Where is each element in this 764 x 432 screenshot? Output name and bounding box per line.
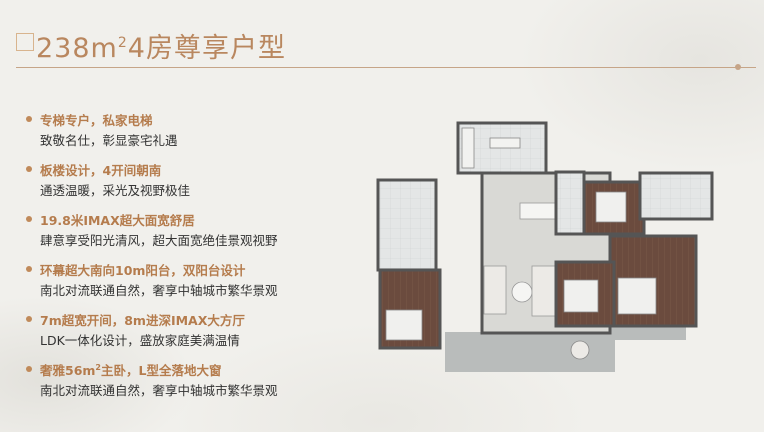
feature-item: 奢雅56m2主卧，L型全落地大窗 南北对流联通自然，奢享中轴城市繁华景观 (25, 360, 325, 410)
bath-upper (554, 170, 586, 236)
feature-desc: 致敬名仕，彰显豪宅礼遇 (40, 133, 178, 148)
feature-desc: LDK一体化设计，盛放家庭美满温情 (40, 333, 240, 348)
feature-title: 奢雅56m2主卧，L型全落地大窗 (40, 360, 221, 379)
bullet-dot-icon (26, 316, 32, 322)
title-type: 4房尊享户型 (127, 33, 286, 64)
east-balcony (608, 326, 686, 340)
bath-left (376, 178, 438, 272)
floor-plan (376, 121, 714, 372)
title-area-unit-sup: 2 (117, 35, 128, 51)
feature-item: 7m超宽开间，8m进深IMAX大方厅 LDK一体化设计，盛放家庭美满温情 (25, 310, 325, 360)
dining-table (519, 202, 561, 220)
bed-middle (563, 279, 599, 313)
feature-title-sup: 2 (95, 362, 101, 372)
bed-master (617, 277, 657, 315)
feature-title: 7m超宽开间，8m进深IMAX大方厅 (40, 313, 245, 328)
kitchen-island (489, 137, 521, 149)
feature-title: 板楼设计，4开间朝南 (40, 163, 162, 178)
feature-desc: 肆意享受阳光清风，超大面宽绝佳景观视野 (40, 233, 278, 248)
bullet-dot-icon (26, 216, 32, 222)
feature-item: 专梯专户，私家电梯 致敬名仕，彰显豪宅礼遇 (25, 110, 325, 160)
brand-logo-icon (16, 33, 34, 51)
feature-desc: 南北对流联通自然，奢享中轴城市繁华景观 (40, 383, 278, 398)
bullet-dot-icon (26, 166, 32, 172)
feature-desc: 通透温暖，采光及视野极佳 (40, 183, 191, 198)
header-divider (16, 67, 756, 68)
title-area: 238m (36, 33, 118, 64)
round-table (511, 281, 533, 303)
dressing-room (638, 171, 714, 221)
bullet-dot-icon (26, 266, 32, 272)
feature-title-pre: 奢雅56m (40, 363, 96, 378)
bed-left (385, 309, 423, 341)
feature-desc: 南北对流联通自然，奢享中轴城市繁华景观 (40, 283, 278, 298)
bullet-dot-icon (26, 366, 32, 372)
page-title: 238m24房尊享户型 (36, 26, 286, 65)
feature-item: 19.8米IMAX超大面宽舒居 肆意享受阳光清风，超大面宽绝佳景观视野 (25, 210, 325, 260)
feature-title: 19.8米IMAX超大面宽舒居 (40, 213, 195, 228)
balcony-chair (570, 340, 590, 360)
feature-title: 专梯专户，私家电梯 (40, 113, 153, 128)
feature-title-post: 主卧，L型全落地大窗 (101, 363, 222, 378)
header-divider-dot (735, 64, 741, 70)
feature-item: 环幕超大南向10m阳台，双阳台设计 南北对流联通自然，奢享中轴城市繁华景观 (25, 260, 325, 310)
bullet-dot-icon (26, 116, 32, 122)
feature-item: 板楼设计，4开间朝南 通透温暖，采光及视野极佳 (25, 160, 325, 210)
south-balcony (445, 332, 615, 372)
bed-upper-right (595, 191, 627, 223)
sofa (483, 265, 507, 315)
feature-title: 环幕超大南向10m阳台，双阳台设计 (40, 263, 246, 278)
feature-list: 专梯专户，私家电梯 致敬名仕，彰显豪宅礼遇 板楼设计，4开间朝南 通透温暖，采光… (25, 110, 325, 410)
kitchen-counter (461, 127, 475, 169)
